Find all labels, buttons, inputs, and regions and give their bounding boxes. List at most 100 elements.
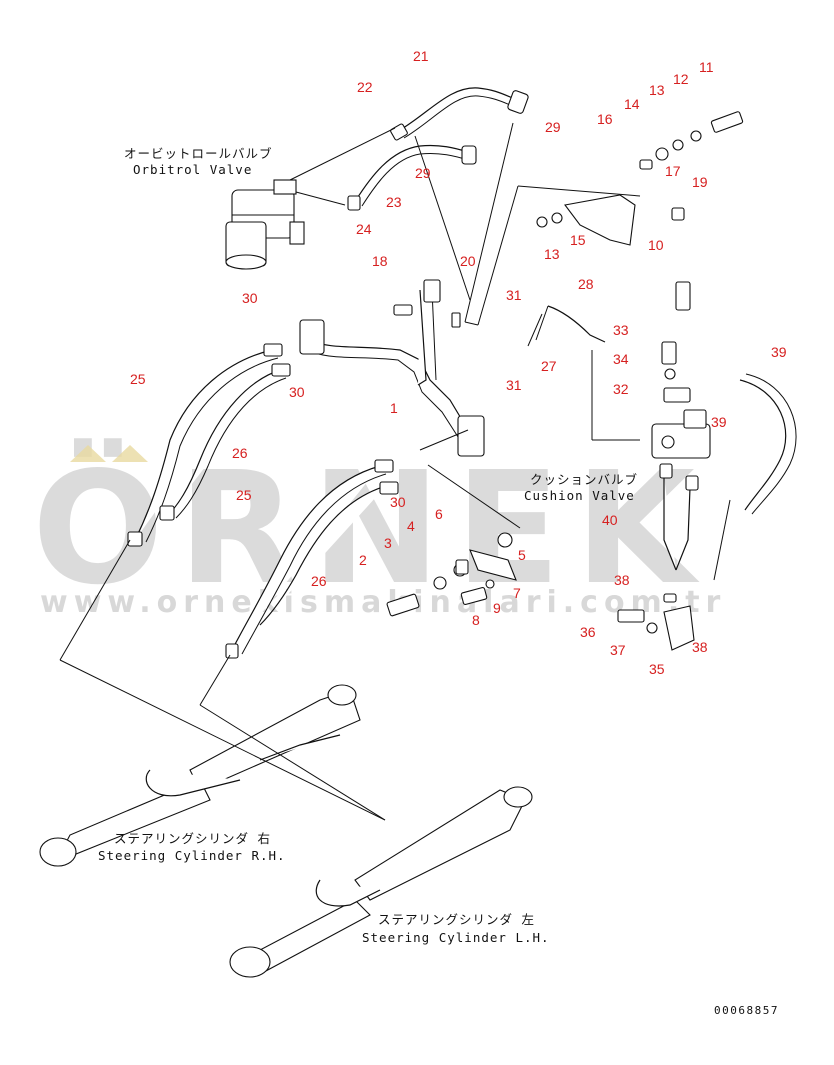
watermark-umlaut-left <box>70 445 106 462</box>
callout-26b: 26 <box>311 573 327 589</box>
callout-39b: 39 <box>711 414 727 430</box>
callout-4: 4 <box>407 518 415 534</box>
pipe-28 <box>527 305 606 347</box>
part-9-washer <box>485 579 495 589</box>
callout-23: 23 <box>386 194 402 210</box>
callout-30b: 30 <box>289 384 305 400</box>
caption-cushion-jp: クッションバルブ <box>530 472 638 487</box>
bracket-35 <box>617 593 695 651</box>
callout-38b: 38 <box>692 639 708 655</box>
callout-6: 6 <box>435 506 443 522</box>
callout-11: 11 <box>699 59 714 75</box>
callout-35: 35 <box>649 661 665 677</box>
hardware-left <box>386 429 521 617</box>
callout-34: 34 <box>613 351 629 367</box>
callout-32: 32 <box>613 381 629 397</box>
callout-17: 17 <box>665 163 681 179</box>
part-16 <box>639 159 653 170</box>
part-15-washer <box>551 212 563 224</box>
callout-25a: 25 <box>130 371 146 387</box>
part-3-washer <box>433 576 447 590</box>
callout-5: 5 <box>518 547 526 563</box>
leader-lines-top <box>289 122 514 326</box>
callout-25b: 25 <box>236 487 252 503</box>
caption-cyl-rh-jp: ステアリングシリンダ 右 <box>114 831 271 846</box>
hoses-39-40 <box>659 373 797 581</box>
part-7-plate <box>469 549 517 581</box>
part-8-bolt <box>460 586 488 606</box>
part-37-washer <box>646 622 658 634</box>
part-13b-washer <box>536 216 548 228</box>
callout-28: 28 <box>578 276 594 292</box>
part-11-bolt <box>710 111 744 133</box>
hoses-25-26-upper <box>127 343 291 547</box>
callout-37: 37 <box>610 642 626 658</box>
callout-33: 33 <box>613 322 629 338</box>
callout-39a: 39 <box>771 344 787 360</box>
callout-40: 40 <box>602 512 618 528</box>
part-14-washer <box>655 147 669 161</box>
callout-19: 19 <box>692 174 708 190</box>
callout-29a: 29 <box>545 119 561 135</box>
callout-29b: 29 <box>415 165 431 181</box>
part-10-bracket <box>564 194 636 246</box>
callout-15: 15 <box>570 232 586 248</box>
part-33-bolt <box>661 341 677 365</box>
callout-9: 9 <box>493 600 501 616</box>
part-38-spacer <box>663 593 677 603</box>
part-20 <box>451 312 461 328</box>
hose-21 <box>390 87 529 141</box>
caption-orbitrol-jp: オービットロールバルブ <box>124 146 273 161</box>
cushion-valve <box>591 281 711 459</box>
callout-30a: 30 <box>242 290 258 306</box>
part-18 <box>393 304 413 316</box>
callout-21: 21 <box>413 48 429 64</box>
callout-13a: 13 <box>649 82 665 98</box>
callout-20: 20 <box>460 253 476 269</box>
callout-8: 8 <box>472 612 480 628</box>
steering-pipe-1 <box>299 279 485 457</box>
part-bolt-top <box>675 281 691 311</box>
part-5-nut <box>497 532 513 548</box>
steering-cylinder-lh <box>199 654 533 978</box>
part-13-washer <box>672 139 684 151</box>
hose-23 <box>347 144 477 211</box>
part-36-bolt <box>617 609 645 623</box>
part-34-washer <box>664 368 676 380</box>
callout-18: 18 <box>372 253 388 269</box>
part-19-nut <box>671 207 685 221</box>
hoses-25-26-lower <box>225 459 399 659</box>
drawing-code: 00068857 <box>714 1004 779 1017</box>
watermark-url: www.ornekismakinalari.com.tr <box>40 585 726 620</box>
callout-36: 36 <box>580 624 596 640</box>
callout-1: 1 <box>390 400 398 416</box>
steering-cylinder-rh <box>39 539 386 867</box>
callout-22: 22 <box>357 79 373 95</box>
callout-26a: 26 <box>232 445 248 461</box>
callout-14: 14 <box>624 96 640 112</box>
callout-31a: 31 <box>506 287 522 303</box>
callout-24: 24 <box>356 221 372 237</box>
callout-13b: 13 <box>544 246 560 262</box>
part-6-spacer <box>455 559 469 575</box>
orbitrol-valve <box>225 179 305 270</box>
callout-27: 27 <box>541 358 557 374</box>
watermark-umlaut-right <box>112 445 148 462</box>
callouts: 21 22 29 29 23 24 11 12 13 14 16 17 19 1… <box>130 48 787 677</box>
part-2-bolt <box>386 593 420 617</box>
caption-cyl-lh-en: Steering Cylinder L.H. <box>362 930 550 945</box>
caption-cushion-en: Cushion Valve <box>524 488 635 503</box>
part-12-washer <box>690 130 702 142</box>
caption-cyl-rh-en: Steering Cylinder R.H. <box>98 848 286 863</box>
callout-2: 2 <box>359 552 367 568</box>
callout-3: 3 <box>384 535 392 551</box>
caption-orbitrol-en: Orbitrol Valve <box>133 162 252 177</box>
callout-31b: 31 <box>506 377 522 393</box>
callout-10: 10 <box>648 237 664 253</box>
callout-12: 12 <box>673 71 689 87</box>
callout-38a: 38 <box>614 572 630 588</box>
part-32-block <box>663 387 691 403</box>
caption-cyl-lh-jp: ステアリングシリンダ 左 <box>378 912 535 927</box>
bracket-assembly <box>477 111 744 326</box>
